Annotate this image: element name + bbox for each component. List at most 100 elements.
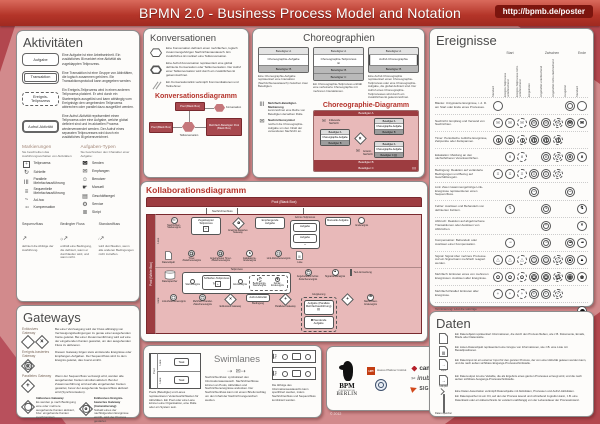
- event-cell: △: [540, 254, 552, 265]
- node-attached-error: ↯Angeheftetes Fehler-Zwischenereignis: [296, 268, 320, 282]
- activity-desc: Eine Transaktion ist eine Gruppe von Akt…: [62, 70, 133, 84]
- konversation-label: Konversation: [226, 105, 242, 109]
- plus-marker-icon: +: [215, 281, 221, 287]
- hpi-text: Hasso Plattner Institut: [377, 367, 407, 372]
- lane-2: Lane Datenspeicher Teilprozess Start-Ere…: [155, 267, 421, 333]
- activity-shape: Transaktion: [22, 70, 59, 84]
- marker-label: Kompensation: [33, 204, 56, 209]
- marker-item: ~ Ad-hoc: [22, 197, 76, 203]
- parallel-multiple-icon: +: [199, 293, 207, 301]
- flow-type-desc: enthält eine Bedingung, die definiert, w…: [60, 244, 92, 260]
- participant-band-bottom: Beteiligter B: [314, 66, 363, 73]
- event-cell: [492, 101, 504, 112]
- event-symbol: [565, 271, 575, 282]
- attached-timer-icon: [217, 250, 225, 258]
- activity-desc: Eine Aufruf-Aktivität repräsentiert eine…: [62, 113, 128, 140]
- camunda-icon: [411, 365, 418, 372]
- teilkonversation-label: Teilkonversation: [179, 133, 199, 137]
- data-item: Daten-speicher Ein Datenspeicher ist ein…: [435, 394, 588, 416]
- task-icon: [292, 370, 301, 377]
- event-subprocess-shape: ≡Bedingungs-Startereignis ↯Fehler-Endere…: [249, 274, 288, 291]
- data-item-icon: →: [439, 374, 448, 386]
- message-flow-line: [236, 207, 239, 214]
- activity-desc: Eine Aufgabe ist eine Arbeitseinheit. Ei…: [62, 53, 122, 66]
- event-cell: ↯: [576, 203, 588, 214]
- node-conditional-start: ≡Bedingungs-Startereignis: [252, 277, 268, 288]
- task-type-icon: ▤: [82, 193, 88, 200]
- event-column-header: Eingetreten: [528, 83, 531, 97]
- task-type-label: Senden: [92, 160, 104, 165]
- manual-task-shape: Manuelle Aufgabe: [325, 217, 351, 227]
- flow-type: Sequenzfluss ↗ definiert die Abfolge der…: [22, 222, 57, 260]
- pool-black-box: Pool (Black Box): [175, 101, 205, 111]
- task-shape: Aufgabe: [293, 223, 317, 233]
- scissors-icon: ✂: [411, 376, 416, 382]
- node-caption: Fehler-Endereignis: [271, 281, 284, 288]
- connector-line: [195, 126, 206, 128]
- choreography-desc: Eine Aufruf-Choreographie repräsentiert …: [368, 73, 417, 100]
- initiating-message-label: Initiierende Nachricht: [329, 120, 341, 125]
- node-link-event: →Link-Zwischenereignis: [267, 250, 290, 260]
- event-row: Link: Zwei zusammengehörige Link-Ereigni…: [435, 182, 588, 199]
- panel-gateways: Gateways Exklusives Gateway × Bei einer …: [16, 305, 140, 423]
- x-glyph: ×: [359, 135, 362, 142]
- event-symbol: ▲: [565, 254, 575, 265]
- choreography-card: Beteiligter A Aufruf-Choreographie Betei…: [368, 47, 419, 73]
- event-symbol: [493, 101, 503, 112]
- event-cell: ◂◂: [564, 237, 576, 248]
- section-title-swimlanes: Swimlanes: [214, 354, 260, 365]
- conversation-desc: Ein Konversationslink verknüpft Kommunik…: [166, 80, 239, 89]
- task-example: Task: [173, 358, 190, 367]
- event-cell: ✉: [540, 118, 552, 129]
- task-type-icon: ⚙: [82, 201, 88, 208]
- event-row: Eskalation: Meldung an den nächsthöheren…: [435, 148, 588, 165]
- call-activity-shape: Aufruf-Aktivität: [246, 293, 271, 303]
- node-message-start: ✉Nachrichten-Startereignis: [162, 217, 186, 230]
- data-item-icon: →: [439, 359, 448, 370]
- task-band-top: Beteiligter A: [375, 142, 403, 148]
- section-title-gateways: Gateways: [23, 310, 81, 325]
- task-mid: Choreographie-Aufgabe: [376, 148, 402, 152]
- node-signal-end: ▲Signal-Endereignis: [325, 268, 345, 279]
- event-cell: [528, 135, 540, 146]
- message-flow-line: [302, 207, 305, 214]
- kollaborationsdiagramm-title: Kollaborationsdiagramm: [146, 185, 247, 195]
- node-caption: Nachrichten-Endereignis: [363, 300, 378, 306]
- event-cell: ✉: [564, 118, 576, 129]
- link-glyph: →: [172, 294, 176, 299]
- task-type-item: ☺ Benutzer: [81, 177, 135, 183]
- event-cell: ∧: [516, 152, 528, 163]
- event-cell: [564, 271, 576, 282]
- gateway-small-icon: [78, 397, 94, 416]
- event-symbol: ✉: [553, 118, 563, 129]
- event-cell: [576, 271, 588, 282]
- data-item-icon: |||: [439, 346, 448, 357]
- berlin-bear-icon: [339, 360, 355, 383]
- event-cell: ≡: [540, 169, 552, 180]
- participant-band-top: Beteiligter A: [259, 48, 308, 55]
- event-matrix: Blanko: Untypisierte Ereignisse, i. d. R…: [435, 97, 588, 319]
- event-cell: →: [564, 186, 576, 197]
- gateway-name: Exklusives Gateway: [22, 327, 39, 335]
- flow-type: Bedingter Fluss ◇↗ enthält eine Bedingun…: [60, 222, 95, 260]
- berlin-text: BERLIN: [336, 391, 358, 397]
- choreography-card: Beteiligter A Choreographie-Aufgabe Bete…: [258, 47, 309, 73]
- node-expanded-subprocess: Teilprozess Start-Ereignis Schleifen-Tei…: [182, 268, 291, 294]
- note-icon: ✉: [259, 119, 265, 126]
- node-parallel-gateway: +Paralleles Gateway: [275, 293, 296, 309]
- conversation-list: Eine Konversation definiert einen mehrfa…: [149, 46, 243, 89]
- condition-flow-label: Bedingung: [252, 302, 265, 306]
- exclusive-gateway-icon: ×: [223, 293, 237, 306]
- copyright: © 2012: [330, 412, 342, 416]
- event-symbol: ◃◃: [541, 237, 551, 248]
- task-band-top: Beteiligter A: [375, 119, 403, 125]
- event-symbol: +: [541, 289, 551, 300]
- task-type-item: ✉ Senden: [81, 161, 135, 167]
- event-symbol: [553, 135, 563, 146]
- conversation-item: Eine Aufruf-Konversation repräsentiert e…: [149, 61, 243, 78]
- poster-url-link[interactable]: http://bpmb.de/poster: [494, 5, 593, 18]
- page-title: BPMN 2.0 - Business Process Model and No…: [138, 5, 461, 21]
